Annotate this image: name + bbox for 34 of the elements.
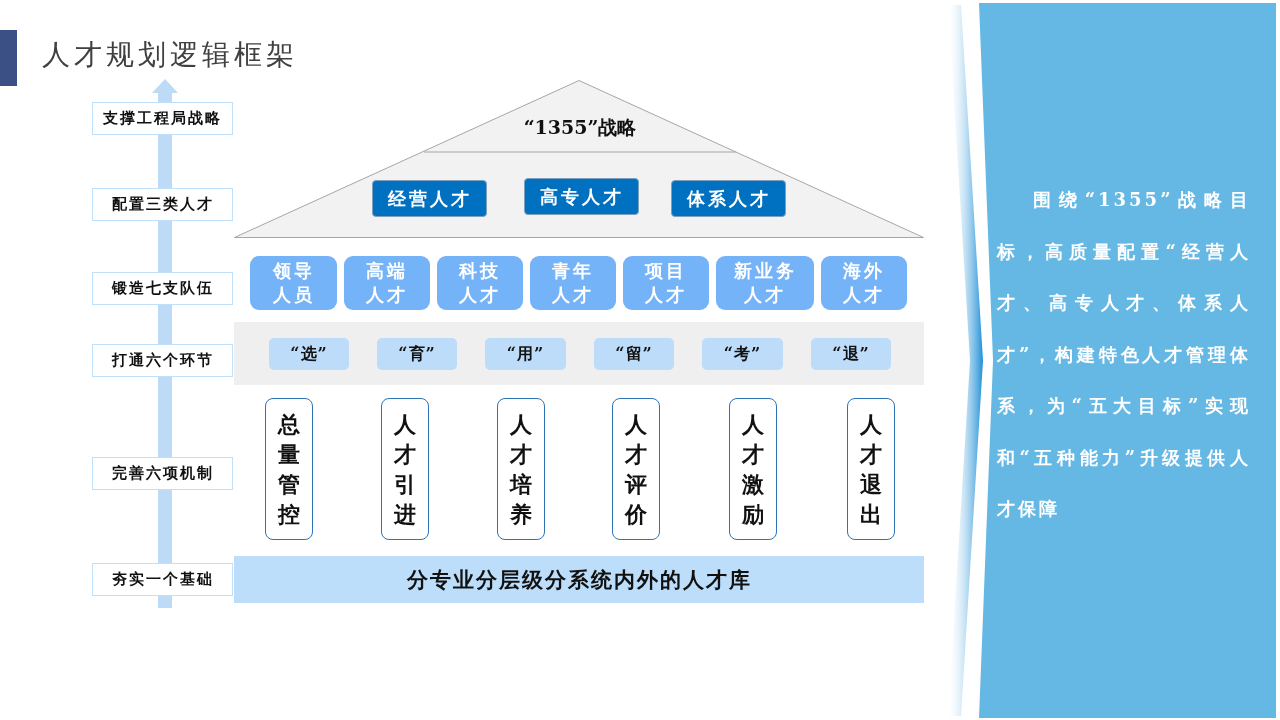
mechanism-box: 人才引进	[381, 398, 429, 540]
stage-tag: “退”	[811, 338, 891, 370]
team-box: 海外人才	[821, 256, 907, 310]
stage-tag: “用”	[485, 338, 566, 370]
team-box: 科技人才	[437, 256, 523, 310]
stage-tag: “考”	[702, 338, 783, 370]
team-box: 领导人员	[250, 256, 337, 310]
roof-triangle	[234, 80, 924, 238]
page-title: 人才规划逻辑框架	[42, 37, 298, 73]
level-label: 支撑工程局战略	[92, 102, 233, 135]
talent-category-box: 体系人才	[671, 180, 786, 217]
level-label: 配置三类人才	[92, 188, 233, 221]
mechanism-box: 总量管控	[265, 398, 313, 540]
mechanism-box: 人才激励	[729, 398, 777, 540]
team-box: 青年人才	[530, 256, 616, 310]
team-box: 新业务人才	[716, 256, 814, 310]
talent-category-box: 经营人才	[372, 180, 487, 217]
stage-band	[234, 322, 924, 385]
stage-tag: “选”	[269, 338, 349, 370]
summary-text: 围绕“1355”战略目标，高质量配置“经营人才、高专人才、体系人才”，构建特色人才管理体系，为“五大目标”实现和“五种能力”升级提供人才保障	[997, 188, 1251, 521]
level-label: 打通六个环节	[92, 344, 233, 377]
team-box: 高端人才	[344, 256, 430, 310]
foundation-bar: 分专业分层级分系统内外的人才库	[234, 556, 924, 603]
stage-tag: “留”	[594, 338, 674, 370]
mechanism-box: 人才培养	[497, 398, 545, 540]
level-label: 锻造七支队伍	[92, 272, 233, 305]
mechanism-box: 人才评价	[612, 398, 660, 540]
roof-title: “1355”战略	[523, 115, 637, 140]
team-box: 项目人才	[623, 256, 709, 310]
stage-tag: “育”	[377, 338, 457, 370]
talent-category-box: 高专人才	[524, 178, 639, 215]
level-label: 完善六项机制	[92, 457, 233, 490]
mechanism-box: 人才退出	[847, 398, 895, 540]
level-label: 夯实一个基础	[92, 563, 233, 596]
